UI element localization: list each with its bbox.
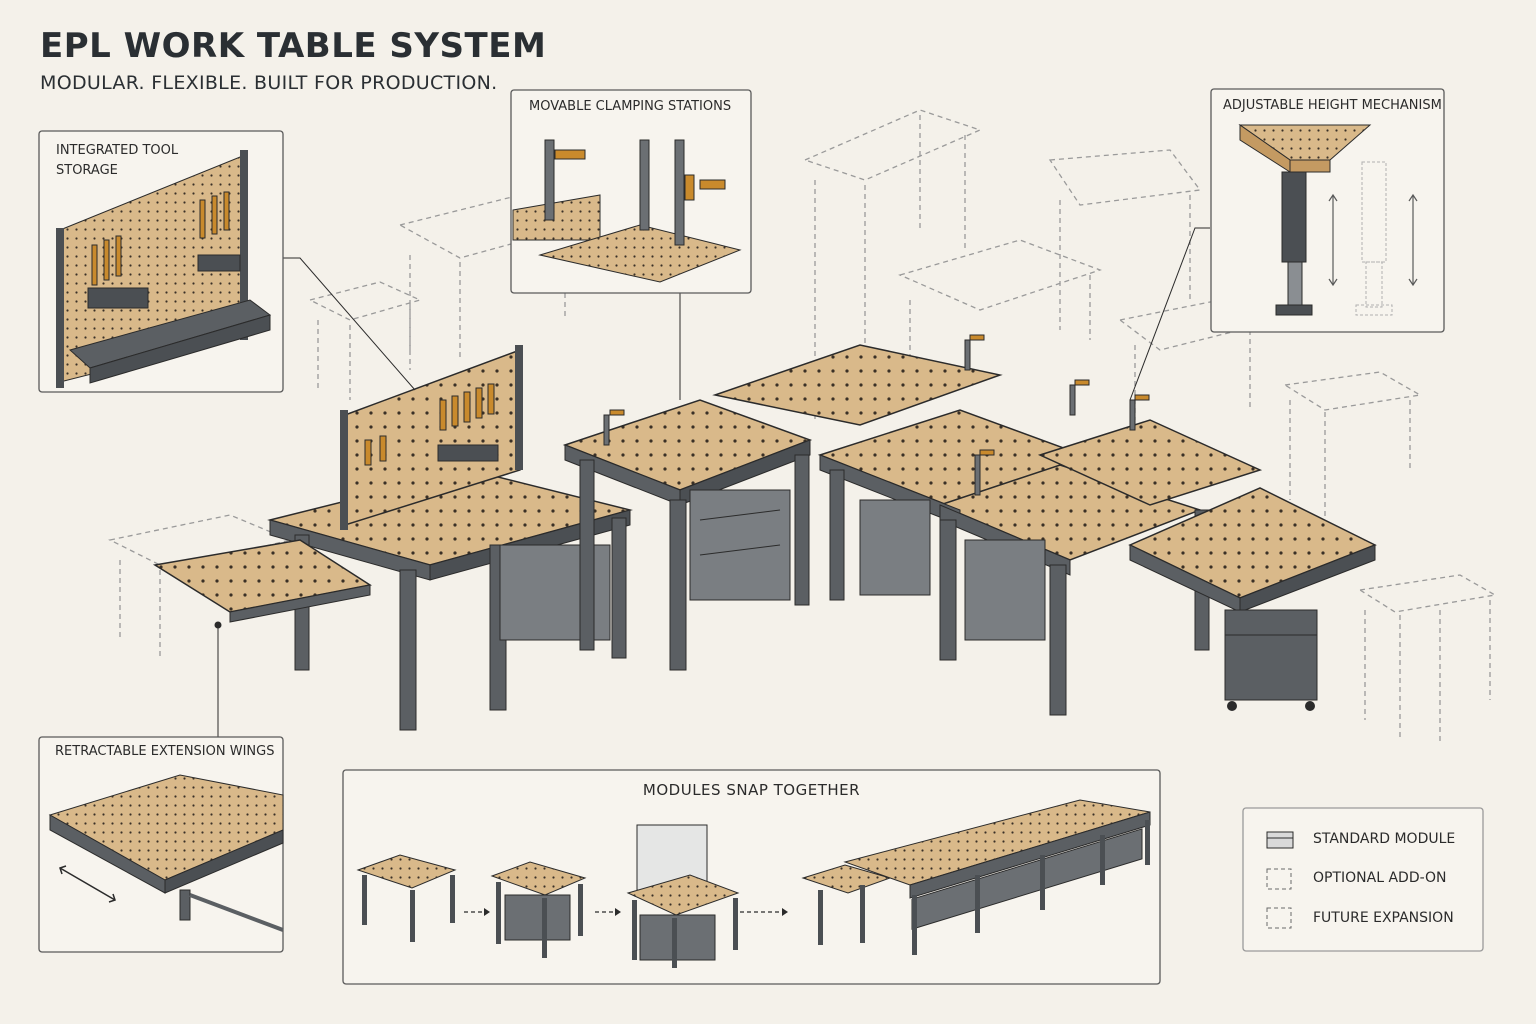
page-title: EPL WORK TABLE SYSTEM	[40, 26, 547, 66]
panel-modules	[342, 769, 1161, 985]
panel-tool-storage	[38, 130, 284, 393]
modules-title: MODULES SNAP TOGETHER	[642, 781, 861, 799]
solid-module-icon	[1266, 831, 1294, 849]
legend-item-standard: STANDARD MODULE	[1313, 831, 1456, 847]
legend-item-optional: OPTIONAL ADD-ON	[1313, 870, 1447, 886]
dashed-box-icon	[1266, 907, 1292, 929]
callout-tool-storage: INTEGRATED TOOL STORAGE	[56, 143, 179, 178]
main-bench-assembly	[152, 334, 1377, 731]
future-expansion-ghosts	[108, 109, 1497, 745]
callout-height: ADJUSTABLE HEIGHT MECHANISM	[1223, 98, 1442, 113]
legend-item-future: FUTURE EXPANSION	[1313, 910, 1454, 926]
page-subtitle: MODULAR. FLEXIBLE. BUILT FOR PRODUCTION.	[40, 72, 498, 94]
dashed-box-icon	[1266, 868, 1292, 890]
callout-extension: RETRACTABLE EXTENSION WINGS	[55, 744, 275, 759]
panel-extension	[38, 736, 284, 953]
panel-height	[1210, 88, 1445, 333]
callout-clamping: MOVABLE CLAMPING STATIONS	[529, 99, 732, 114]
callout-leaders	[214, 227, 1210, 737]
panel-clamping	[510, 89, 752, 294]
legend-box	[1242, 807, 1484, 952]
